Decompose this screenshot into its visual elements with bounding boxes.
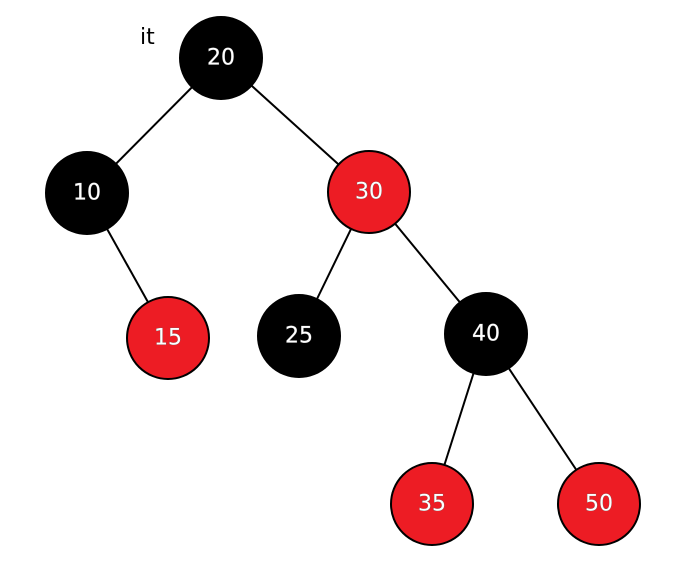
node-label-10: 10 (73, 181, 101, 206)
tree-node-15: 15 (126, 296, 210, 380)
node-circle-40 (444, 292, 528, 376)
tree-node-10: 10 (45, 151, 129, 235)
node-circle-25 (257, 294, 341, 378)
node-label-50: 50 (585, 492, 613, 517)
tree-node-35: 35 (390, 462, 474, 546)
node-label-15: 15 (154, 326, 182, 351)
node-label-30: 30 (355, 180, 383, 205)
tree-node-20: 20 (179, 16, 263, 100)
node-circle-15 (126, 296, 210, 380)
node-circle-50 (557, 462, 641, 546)
node-circle-30 (327, 150, 411, 234)
node-label-25: 25 (285, 324, 313, 349)
node-label-35: 35 (418, 492, 446, 517)
tree-node-40: 40 (444, 292, 528, 376)
tree-edges (86, 57, 600, 505)
node-label-40: 40 (472, 322, 500, 347)
node-circle-20 (179, 16, 263, 100)
node-circle-35 (390, 462, 474, 546)
tree-node-25: 25 (257, 294, 341, 378)
tree-node-50: 50 (557, 462, 641, 546)
tree-nodes: 20 10 30 15 25 40 35 50 (45, 16, 641, 546)
tree-node-30: 30 (327, 150, 411, 234)
iterator-pointer-label: it (140, 25, 155, 50)
node-circle-10 (45, 151, 129, 235)
node-label-20: 20 (207, 46, 235, 71)
